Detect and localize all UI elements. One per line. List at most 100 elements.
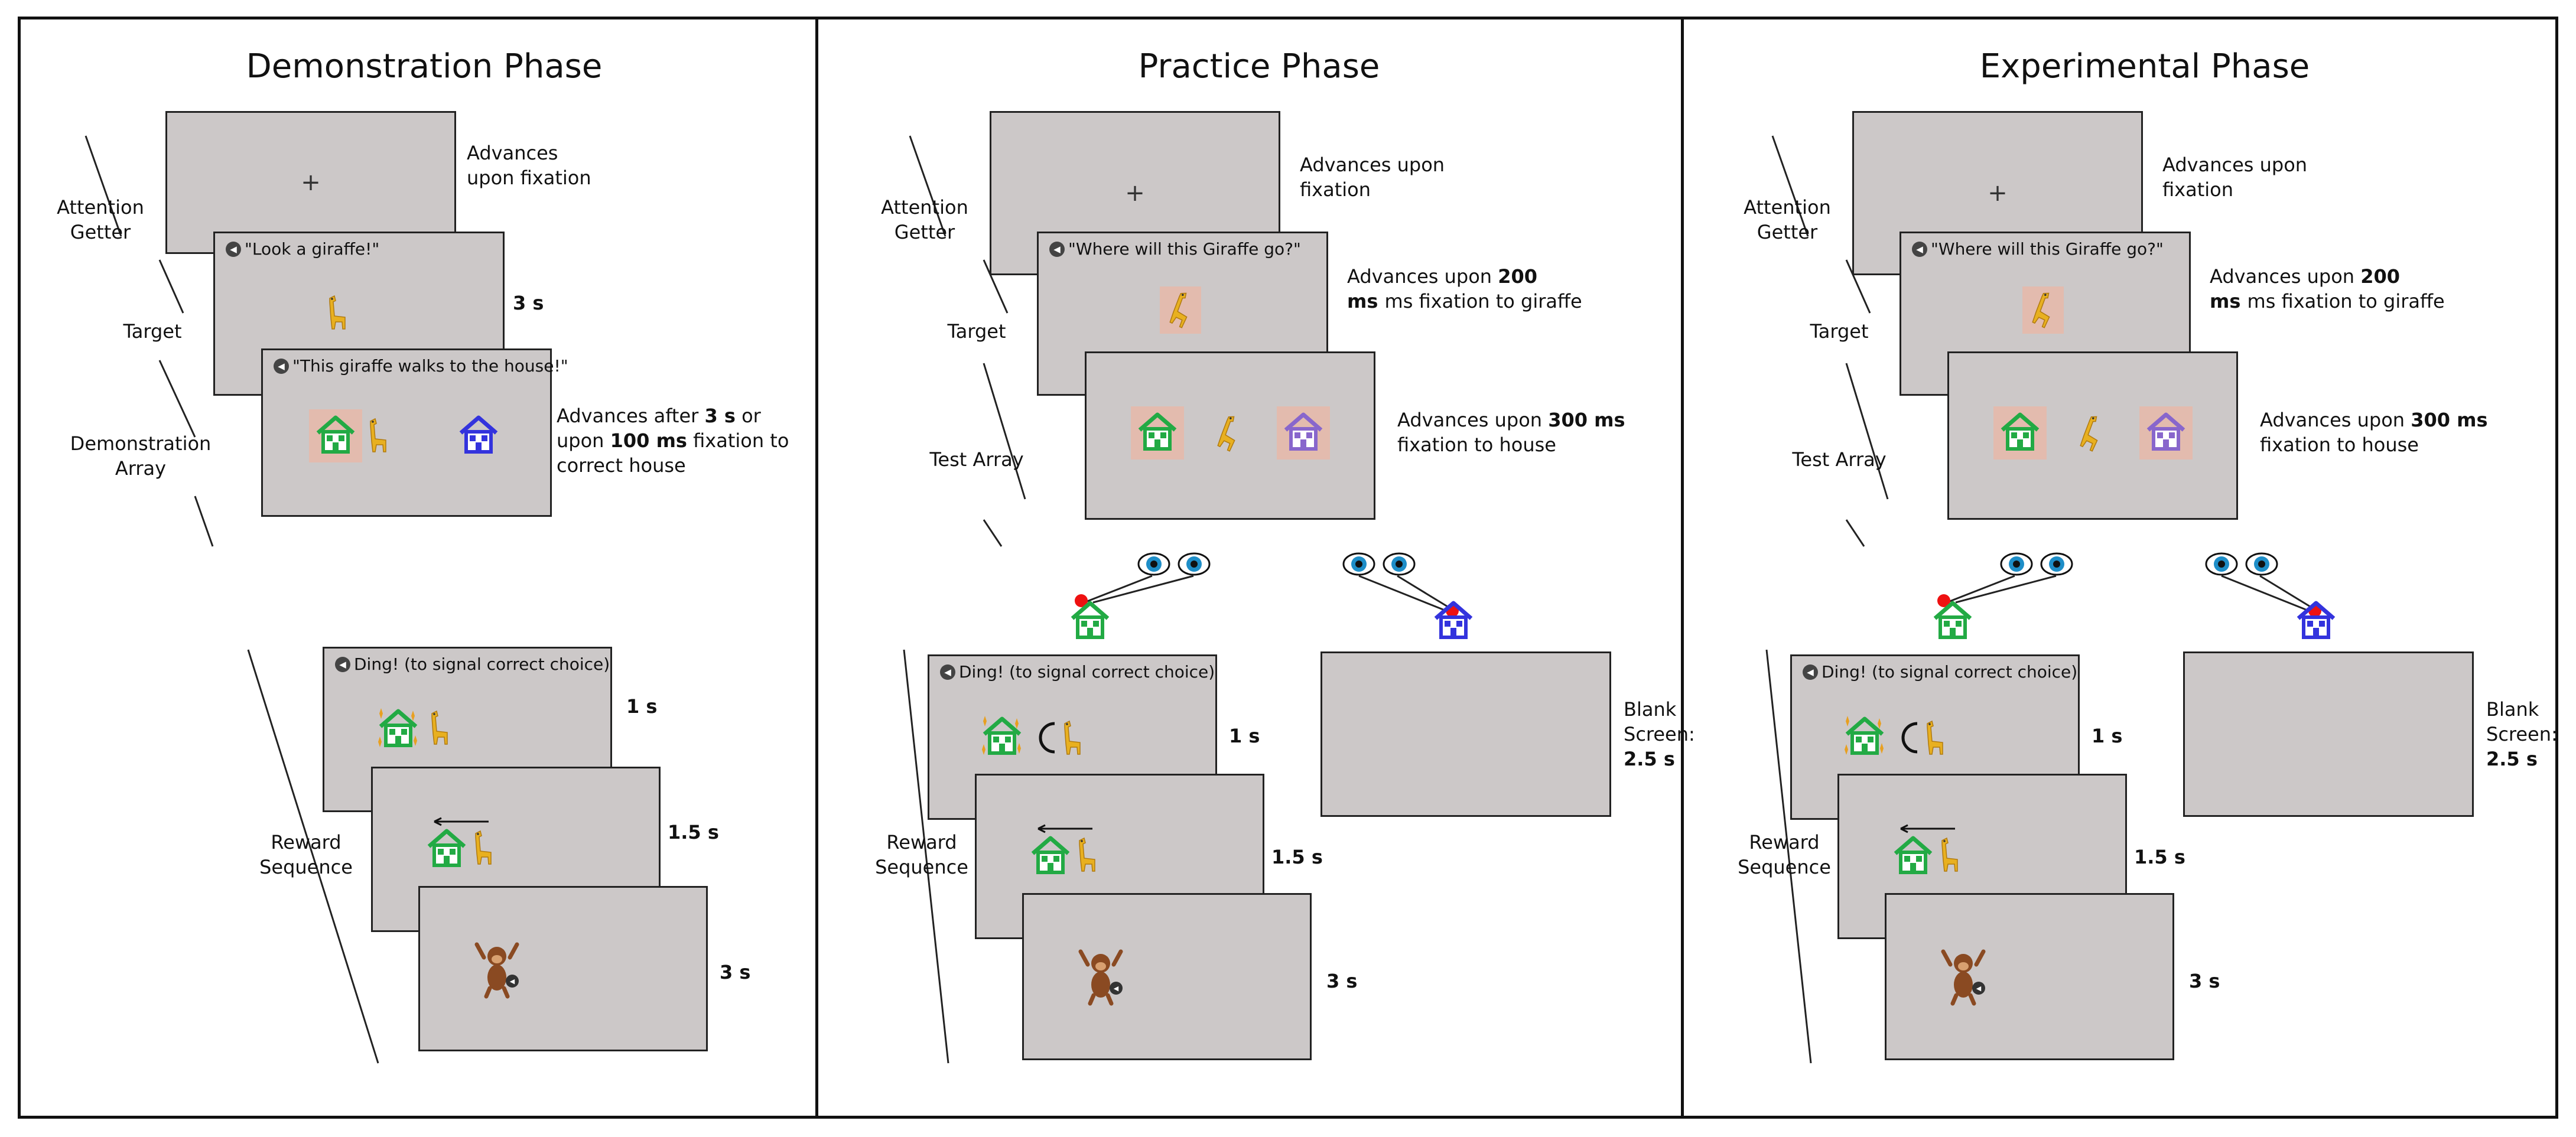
flow-line — [983, 519, 1003, 547]
screen-caption: ◀"Where will this Giraffe go?" — [1049, 239, 1301, 259]
flow-line — [1765, 649, 1812, 1064]
gaze-line — [1946, 575, 2015, 604]
giraffe-icon — [475, 830, 492, 865]
speaker-icon: ◀ — [1803, 664, 1818, 680]
giraffe-icon — [1079, 837, 1095, 872]
gaze-line — [1084, 575, 1153, 604]
timing-ding: 1 s — [1229, 725, 1260, 747]
svg-text:◀: ◀ — [1976, 985, 1982, 992]
giraffe-icon — [1169, 292, 1188, 328]
screen-caption: ◀"This giraffe walks to the house!" — [274, 356, 568, 376]
timing-reward-monkey: 3 s — [2189, 970, 2220, 992]
giraffe-icon — [370, 418, 386, 452]
fixation-cross-icon: + — [1125, 180, 1145, 207]
timing-ding: 1 s — [626, 695, 658, 718]
screen-blank — [1320, 651, 1611, 817]
speaker-icon: ◀ — [940, 664, 955, 680]
phase-title: Demonstration Phase — [246, 47, 603, 86]
label-target: Target — [123, 320, 182, 343]
giraffe-icon — [1927, 720, 1943, 755]
gaze-dot-icon — [1075, 594, 1088, 607]
bold-value: 2.5 s — [2486, 748, 2538, 770]
bold-value: 200 — [2360, 265, 2401, 288]
giraffe-icon — [1217, 416, 1235, 452]
giraffe-icon — [431, 710, 448, 745]
gaze-line — [1092, 575, 1194, 604]
timing-reward-monkey: 3 s — [720, 961, 751, 983]
gaze-line — [1397, 575, 1451, 610]
flow-line — [903, 649, 949, 1064]
caption-text: Ding! (to signal correct choice) — [354, 654, 610, 674]
giraffe-icon — [2032, 292, 2050, 328]
fixation-cross-icon: + — [1988, 180, 2008, 207]
giraffe-icon — [1941, 837, 1958, 872]
eyes-pair — [1137, 552, 1211, 576]
screen-reward-monkey: ◀ — [1022, 893, 1312, 1060]
timing-ding: 1 s — [2092, 725, 2123, 747]
screen-test-array — [1085, 351, 1375, 520]
bold-value: 100 ms — [610, 429, 687, 452]
svg-text:◀: ◀ — [1114, 985, 1119, 992]
house-icon — [459, 415, 498, 454]
gaze-line — [1358, 575, 1448, 613]
gaze-line — [1955, 575, 2057, 604]
flow-line — [194, 496, 214, 547]
house-icon — [1845, 716, 1884, 755]
screen-caption: ◀Ding! (to signal correct choice) — [940, 662, 1215, 682]
bold-value: 200 — [1498, 265, 1538, 288]
gaze-line — [2259, 575, 2314, 610]
speaker-icon: ◀ — [226, 241, 241, 257]
screen-caption: ◀"Look a giraffe!" — [226, 239, 379, 259]
timing-target: 3 s — [513, 292, 544, 314]
timing-reward-move: 1.5 s — [1271, 846, 1323, 868]
bold-value: ms — [2210, 290, 2248, 312]
text-part: ms fixation to giraffe — [1384, 290, 1582, 312]
text-part: Advances after — [557, 405, 705, 427]
caption-text: "Where will this Giraffe go?" — [1931, 239, 2164, 259]
bold-value: 300 ms — [2411, 409, 2488, 431]
speaker-icon: ◀ — [335, 656, 350, 672]
screen-test-array — [1947, 351, 2238, 520]
label-target: Target — [1810, 320, 1869, 343]
house-icon — [1284, 412, 1323, 451]
bold-value: 300 ms — [1548, 409, 1625, 431]
flow-line — [158, 360, 196, 438]
giraffe-icon — [1064, 720, 1081, 755]
house-icon — [2146, 412, 2185, 451]
flow-line — [158, 259, 184, 314]
turn-arrow-icon — [1039, 722, 1055, 754]
screen-reward-monkey: ◀ — [418, 886, 708, 1051]
monkey-icon: ◀ — [474, 942, 519, 999]
bold-value: ms — [1347, 290, 1385, 312]
svg-text:◀: ◀ — [510, 978, 515, 985]
fixation-cross-icon: + — [301, 169, 321, 196]
giraffe-icon — [329, 295, 346, 330]
flow-line — [1771, 135, 1809, 237]
house-icon — [316, 415, 355, 454]
screen-demonstration-array: ◀"This giraffe walks to the house!" — [261, 348, 568, 517]
arrow-left-icon — [434, 817, 489, 826]
phase-title: Practice Phase — [1138, 47, 1380, 86]
caption-text: Ding! (to signal correct choice) — [1822, 662, 2078, 682]
house-icon — [2297, 601, 2336, 639]
screen-caption: ◀"Where will this Giraffe go?" — [1912, 239, 2164, 259]
label-target: Target — [947, 320, 1006, 343]
text-part: fixation to house — [1397, 434, 1556, 456]
screen-blank — [2183, 651, 2474, 817]
house-icon — [1138, 412, 1177, 451]
gaze-dot-icon — [1937, 594, 1950, 607]
